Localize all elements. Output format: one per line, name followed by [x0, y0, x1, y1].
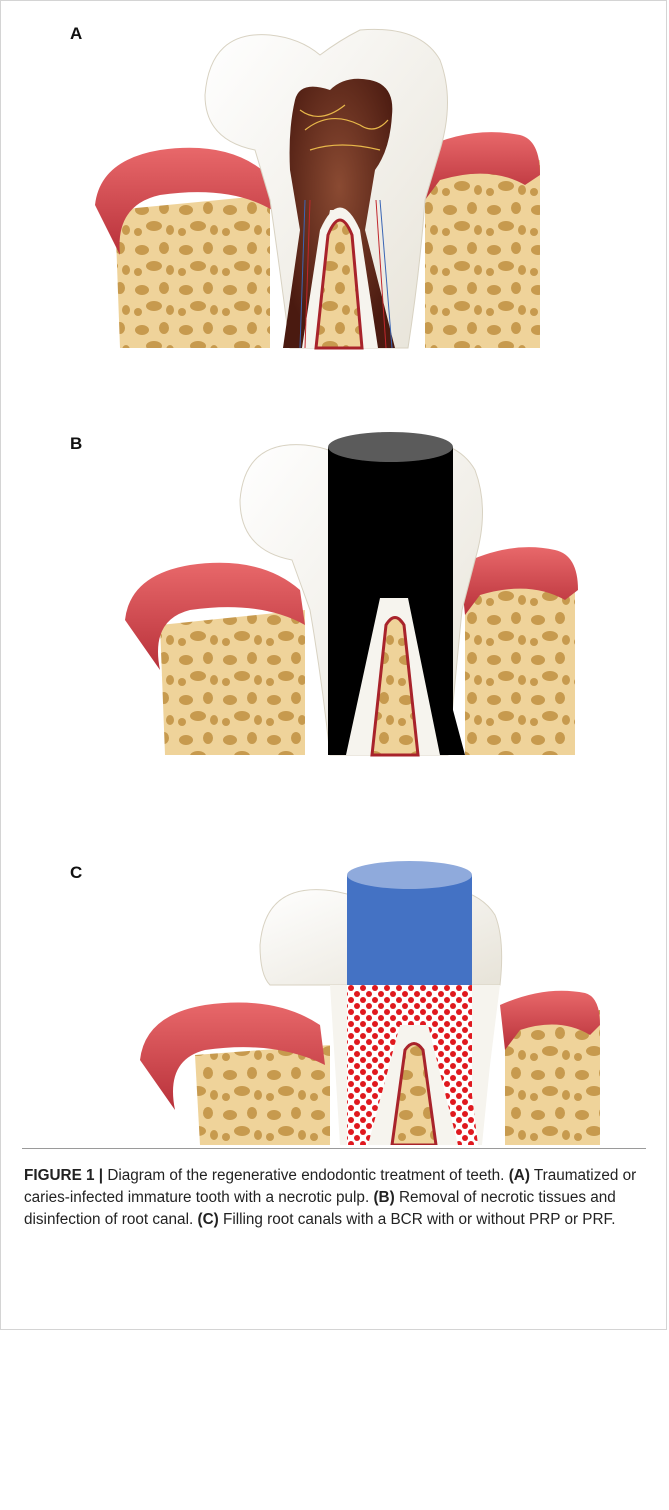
tooth-illustration-b [0, 410, 669, 780]
canal-opening [328, 432, 453, 462]
bcr-seal-top [347, 861, 472, 889]
caption-a-label: (A) [509, 1167, 530, 1184]
caption-b-label: (B) [373, 1189, 394, 1206]
bone-left [160, 610, 305, 755]
bone-right [465, 575, 575, 755]
bone-right [425, 160, 540, 348]
tooth-illustration-c [0, 845, 669, 1005]
bcr-seal [347, 875, 472, 985]
tooth-illustration-a [0, 0, 669, 380]
panel-b: B [0, 410, 669, 780]
tooth-illustration-c-lower [0, 985, 669, 1175]
figure-caption: FIGURE 1 | Diagram of the regenerative e… [24, 1165, 646, 1231]
caption-divider [22, 1148, 646, 1149]
figure-label: FIGURE 1 | [24, 1167, 103, 1184]
panel-a: A [0, 0, 669, 380]
bone-left [115, 195, 270, 348]
caption-intro: Diagram of the regenerative endodontic t… [103, 1167, 509, 1184]
caption-c-label: (C) [197, 1211, 218, 1228]
bone-left [195, 1045, 330, 1145]
caption-c-text: Filling root canals with a BCR with or w… [219, 1211, 616, 1228]
